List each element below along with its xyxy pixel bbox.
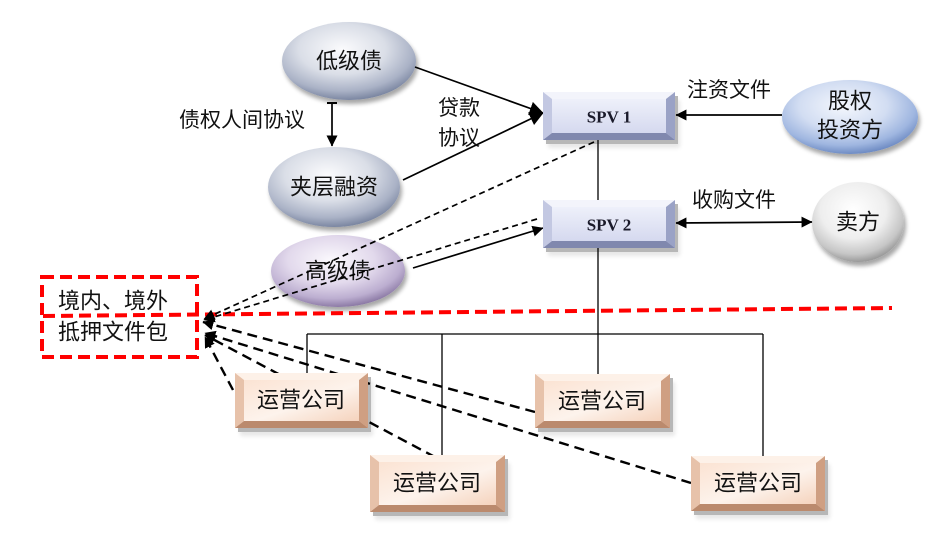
box-bevel-top	[235, 373, 368, 380]
node-seller: 卖方	[812, 182, 904, 262]
equity-investor-label-line2: 投资方	[817, 119, 883, 144]
onshore-offshore-boundary-line	[42, 306, 893, 318]
box-inner-face	[552, 99, 666, 133]
box-bevel-right	[496, 455, 505, 512]
box-bevel-left	[543, 92, 552, 140]
box-bevel-top	[370, 455, 505, 462]
box-bevel-top	[535, 374, 670, 381]
junior-debt-ellipse	[282, 22, 416, 100]
equity-investor-label-line1: 股权	[828, 90, 872, 115]
node-operating-company-1: 运营公司	[235, 373, 371, 432]
node-operating-company-2: 运营公司	[535, 374, 673, 432]
capital-injection-documents-label: 注资文件	[687, 78, 771, 102]
spv2-label: SPV 2	[587, 216, 632, 235]
intercreditor-agreement-label: 债权人间协议	[179, 108, 305, 132]
box-bevel-left	[370, 455, 379, 512]
node-equity-investor: 股权 投资方	[782, 80, 918, 154]
acquisition-documents-label: 收购文件	[692, 188, 776, 212]
junior-debt-label: 低级债	[316, 50, 382, 75]
loan-agreement-label-line1: 贷款	[438, 96, 480, 120]
operating-company-3-label: 运营公司	[393, 472, 481, 497]
box-bevel-left	[691, 456, 700, 511]
box-bevel-right	[666, 92, 675, 140]
node-spv2: SPV 2	[543, 200, 678, 252]
box-bevel-top	[691, 456, 825, 463]
mezzanine-to-spv1-line	[402, 112, 544, 181]
collateral-package-box	[40, 275, 199, 359]
box-bevel-bottom	[543, 133, 675, 140]
spv1-label: SPV 1	[587, 108, 632, 127]
box-inner-face	[544, 381, 661, 421]
box-bevel-right	[666, 200, 675, 248]
box-bevel-right	[661, 374, 670, 428]
node-operating-company-3: 运营公司	[370, 455, 508, 516]
box-inner-face	[244, 380, 359, 421]
box-bevel-top	[543, 200, 675, 207]
box-bevel-left	[235, 373, 244, 428]
operating-company-4-label: 运营公司	[714, 472, 802, 497]
collateral-package-line2: 抵押文件包	[58, 321, 168, 346]
opco2-security-line	[202, 319, 536, 414]
box-bevel-right	[359, 373, 368, 428]
operating-company-2-label: 运营公司	[558, 390, 646, 415]
box-bevel-left	[543, 200, 552, 248]
box-inner-face	[379, 462, 496, 505]
box-inner-face	[700, 463, 816, 504]
node-mezzanine-financing: 夹层融资	[268, 147, 400, 227]
equity-investor-ellipse	[782, 80, 918, 154]
collateral-package-line1: 境内、境外	[58, 290, 168, 315]
node-junior-debt: 低级债	[282, 22, 416, 100]
box-bevel-top	[543, 92, 675, 99]
spv1-security-line	[203, 141, 595, 320]
spv2-security-line	[203, 218, 538, 323]
node-senior-debt: 高级债	[271, 235, 405, 307]
seller-label: 卖方	[836, 211, 880, 236]
operating-company-1-label: 运营公司	[257, 389, 345, 414]
box-bevel-bottom	[535, 421, 670, 428]
mezzanine-financing-label: 夹层融资	[290, 176, 378, 201]
opco4-security-line	[204, 330, 692, 485]
box-bevel-left	[535, 374, 544, 428]
box-bevel-bottom	[235, 421, 368, 428]
box-bevel-right	[816, 456, 825, 511]
senior-debt-to-spv2-line	[412, 225, 544, 269]
opco1-security-line	[203, 336, 235, 391]
loan-agreement-label-line2: 协议	[438, 126, 480, 150]
box-bevel-bottom	[370, 505, 505, 512]
box-bevel-bottom	[543, 241, 675, 248]
box-bevel-bottom	[691, 504, 825, 511]
seller-ellipse	[812, 182, 904, 262]
node-operating-company-4: 运营公司	[691, 456, 828, 515]
mezzanine-financing-ellipse	[268, 147, 400, 227]
box-inner-face	[552, 207, 666, 241]
junior-debt-to-spv1-line	[414, 66, 544, 116]
node-spv1: SPV 1	[543, 92, 678, 144]
spv2-seller-line	[675, 216, 813, 229]
